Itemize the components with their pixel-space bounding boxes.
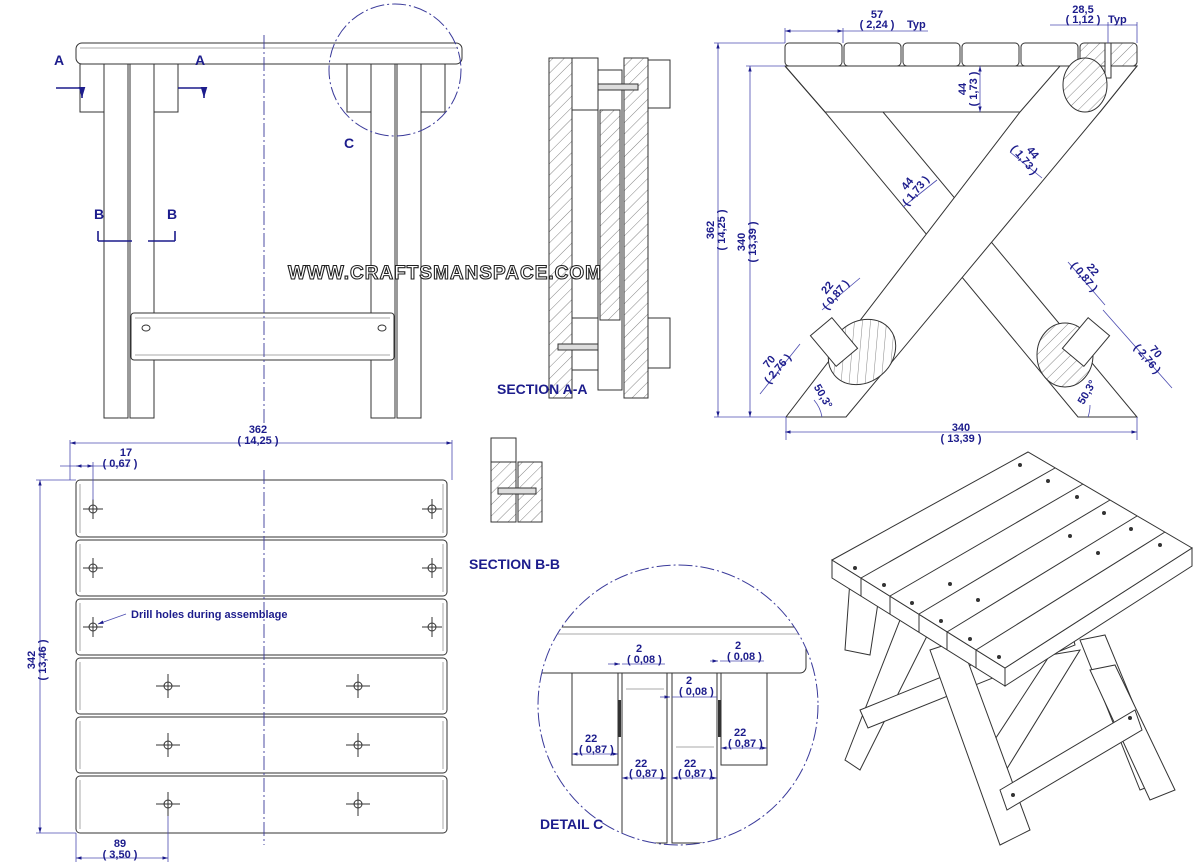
section-b-b-title: SECTION B-B bbox=[469, 556, 560, 572]
dim-slat-width-value: 57 bbox=[871, 9, 883, 21]
section-b-mark-right: B bbox=[167, 206, 177, 222]
dim-leg-thk-2-value: 22 bbox=[635, 758, 647, 770]
slat bbox=[75, 539, 448, 597]
dim-hole-offset-value: 17 bbox=[120, 447, 132, 459]
hole bbox=[83, 499, 103, 519]
bolt bbox=[497, 487, 537, 495]
dim-gap-3-inch: ( 0,08 ) bbox=[679, 686, 714, 698]
leg-block bbox=[153, 63, 179, 113]
dim-leg-thk-4-inch: ( 0,87 ) bbox=[728, 738, 763, 750]
leg-block bbox=[420, 63, 446, 113]
section-a-mark-left: A bbox=[54, 52, 64, 68]
hole bbox=[346, 733, 370, 757]
dim-leg-height-value: 340 bbox=[736, 233, 748, 251]
dim-half-slat-value: 28,5 bbox=[1072, 4, 1093, 16]
hole bbox=[346, 674, 370, 698]
hole bbox=[83, 558, 103, 578]
dim-gap-1-inch: ( 0,08 ) bbox=[627, 654, 662, 666]
dim-leg-height-inch: ( 13,39 ) bbox=[747, 221, 759, 262]
side-view: 362 ( 14,25 ) 340 ( 13,39 ) 340 ( 13,39 … bbox=[705, 4, 1173, 445]
stretcher-end bbox=[809, 316, 859, 368]
dim-hole-offset-inch: ( 0,67 ) bbox=[103, 458, 138, 470]
dim-rail-height-inch: ( 1,73 ) bbox=[968, 71, 980, 106]
iso-seat-top bbox=[831, 451, 1193, 669]
section-a-a-title: SECTION A-A bbox=[497, 381, 587, 397]
dim-hole-spacing-value: 89 bbox=[114, 838, 126, 850]
screw-holes bbox=[83, 499, 442, 816]
hole bbox=[422, 558, 442, 578]
dim-top-depth-inch: ( 13,46 ) bbox=[37, 639, 49, 680]
section-a-a: SECTION A-A bbox=[497, 57, 671, 399]
bolt bbox=[557, 343, 599, 351]
slat bbox=[75, 479, 448, 538]
leg bbox=[370, 63, 396, 419]
drill-note: Drill holes during assemblage bbox=[131, 609, 288, 621]
front-view: A A B B C bbox=[54, 3, 463, 425]
dim-total-height-value: 362 bbox=[705, 221, 717, 239]
hole bbox=[83, 617, 103, 637]
bolt-hole bbox=[377, 324, 387, 332]
dim-slat-width-typ: Typ bbox=[907, 19, 926, 31]
leg-block bbox=[79, 63, 105, 113]
detail-c-title: DETAIL C bbox=[540, 816, 603, 832]
dim-total-height-inch: ( 14,25 ) bbox=[716, 209, 728, 250]
dim-top-depth-value: 342 bbox=[26, 651, 38, 669]
dim-base-width-value: 340 bbox=[952, 422, 970, 434]
section-a-mark-right: A bbox=[195, 52, 205, 68]
hole bbox=[422, 499, 442, 519]
detail-c-mark: C bbox=[344, 135, 354, 151]
dim-leg-thk-3-value: 22 bbox=[684, 758, 696, 770]
bolt-hole bbox=[141, 324, 151, 332]
bolt bbox=[597, 83, 639, 91]
dim-gap-2-inch: ( 0,08 ) bbox=[727, 651, 762, 663]
slat bbox=[75, 775, 448, 834]
dim-rail-height-value: 44 bbox=[957, 82, 969, 95]
slat bbox=[75, 716, 448, 774]
watermark: WWW.CRAFTSMANSPACE.COM bbox=[288, 263, 602, 284]
section-b-mark-left: B bbox=[94, 206, 104, 222]
hole bbox=[156, 792, 180, 816]
dim-leg-thk-1-inch: ( 0,87 ) bbox=[579, 744, 614, 756]
dim-half-slat-inch: ( 1,12 ) bbox=[1066, 14, 1101, 26]
hole bbox=[346, 792, 370, 816]
dim-gap-3-value: 2 bbox=[686, 675, 692, 687]
dim-leg-thk-3-inch: ( 0,87 ) bbox=[678, 768, 713, 780]
stretcher-end bbox=[1061, 316, 1111, 368]
dim-gap-2-value: 2 bbox=[735, 640, 741, 652]
hole bbox=[156, 733, 180, 757]
dim-top-length-value: 362 bbox=[249, 424, 267, 436]
section-b-b: SECTION B-B bbox=[469, 437, 560, 572]
plan-view: Drill holes during assemblage 362 ( 14,2… bbox=[26, 424, 453, 862]
leg-block bbox=[346, 63, 372, 113]
hole bbox=[156, 674, 180, 698]
slat bbox=[75, 598, 448, 656]
isometric-view bbox=[831, 451, 1193, 846]
dim-slat-width-inch: ( 2,24 ) bbox=[860, 19, 895, 31]
iso-stretcher bbox=[999, 709, 1143, 811]
slat bbox=[75, 657, 448, 715]
hole bbox=[422, 617, 442, 637]
dim-leg-thk-1-value: 22 bbox=[585, 733, 597, 745]
dim-top-length-inch: ( 14,25 ) bbox=[238, 435, 279, 447]
detail-c-circle bbox=[328, 3, 462, 137]
dim-half-slat-typ: Typ bbox=[1108, 14, 1127, 26]
dim-leg-thk-4-value: 22 bbox=[734, 727, 746, 739]
breakout-section bbox=[1062, 57, 1108, 113]
leg bbox=[396, 63, 422, 419]
dim-leg-thk-2-inch: ( 0,87 ) bbox=[629, 768, 664, 780]
stretcher bbox=[130, 312, 395, 361]
detail-c: 2 ( 0,08 ) 2 ( 0,08 ) 2 ( 0,08 ) 22 ( 0,… bbox=[537, 564, 819, 846]
seat-top-board bbox=[75, 42, 463, 65]
dim-gap-1-value: 2 bbox=[636, 643, 642, 655]
slats-side bbox=[784, 42, 1138, 79]
dim-base-width-inch: ( 13,39 ) bbox=[941, 433, 982, 445]
dim-hole-spacing-inch: ( 3,50 ) bbox=[103, 849, 138, 861]
